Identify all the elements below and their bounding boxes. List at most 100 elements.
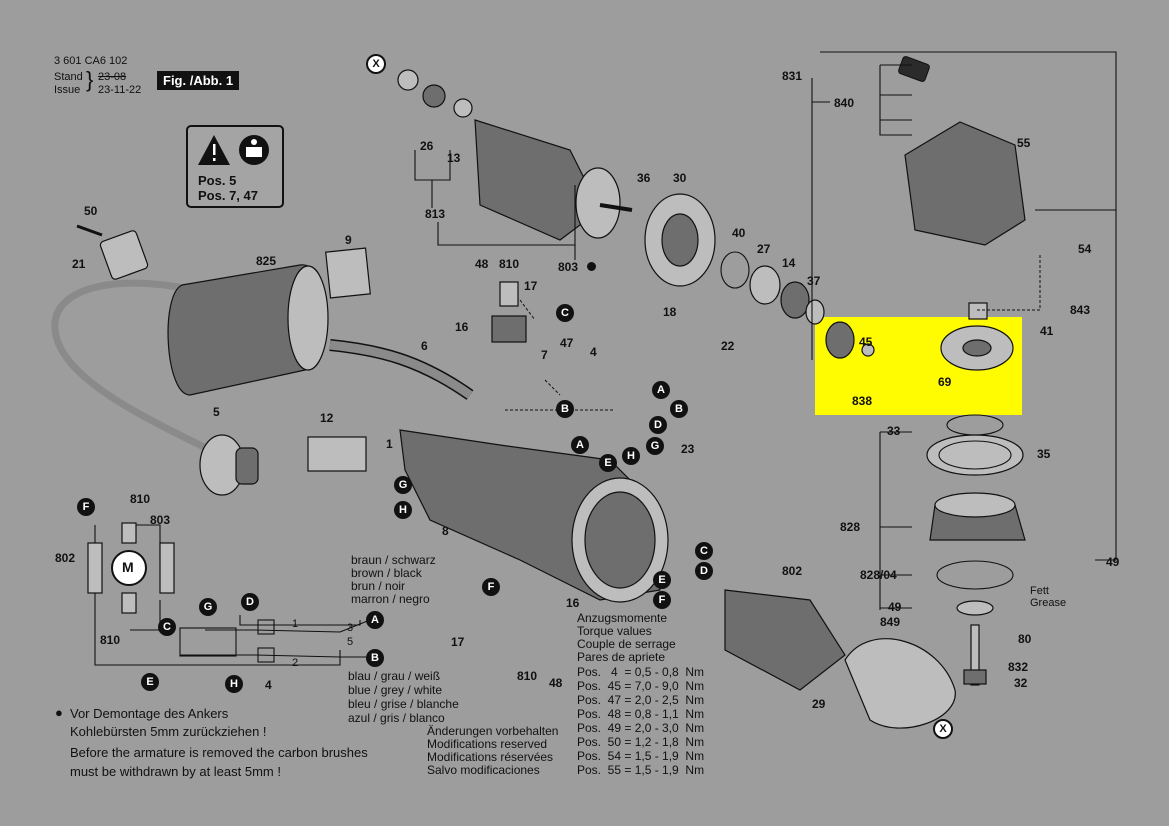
part-label-802: 802 [782,564,803,578]
wheel-guard [844,638,956,729]
part-label-21: 21 [72,257,86,271]
connector-e-1: E [599,454,617,472]
torque-title-fr: Couple de serrage [577,637,676,651]
part-label-36: 36 [637,171,651,185]
part-label-12: 12 [320,411,334,425]
schematic-c: C [158,618,176,636]
gear-head [904,121,1026,246]
stand-date: 23-08 [98,71,127,83]
connector-c-1: C [556,304,574,322]
torque-row: Pos. 47 = 2,0 - 2,5 Nm [577,693,705,707]
doc-number: 3 601 CA6 102 [54,55,128,67]
connector-f-2: F [482,578,500,596]
connector-b-1: B [556,400,574,418]
part-label-4: 4 [590,345,597,359]
warning-line-1: Pos. 5 [198,173,237,188]
part-label-813: 813 [425,207,446,221]
part-label-32: 32 [1014,676,1028,690]
part-label-33: 33 [887,424,901,438]
part-label-828: 828 [840,520,861,534]
torque-row: Pos. 45 = 7,0 - 9,0 Nm [577,679,705,693]
warning-icons [198,135,269,165]
part-label-16-top: 16 [455,320,469,334]
part-label-6: 6 [421,339,428,353]
issue-label: Issue [54,84,81,96]
torque-row: Pos. 50 = 1,2 - 1,8 Nm [577,735,705,749]
wire-color-top-en: brown / black [351,566,422,580]
note-de-2: Kohlebürsten 5mm zurückziehen ! [70,724,267,739]
schematic-motor: M [122,559,134,575]
schematic-a: A [366,611,384,629]
part-label-16-bottom: 16 [566,596,580,610]
part-label-9: 9 [345,233,352,247]
part-label-49-left: 49 [888,600,902,614]
part-label-54: 54 [1078,242,1092,256]
part-label-30: 30 [673,171,687,185]
part-label-13: 13 [447,151,461,165]
part-label-41: 41 [1040,324,1054,338]
switch [307,436,367,472]
marker-dot-icon [587,262,596,271]
part-label-27: 27 [757,242,771,256]
wire-color-bottom-en: blue / grey / white [348,683,443,697]
connector-f-1: F [653,591,671,609]
part-label-840: 840 [834,96,855,110]
part-label-55: 55 [1017,136,1031,150]
connector-a-1: A [652,381,670,399]
part-label-14: 14 [782,256,796,270]
part-label-843: 843 [1070,303,1091,317]
modifications-de: Änderungen vorbehalten [427,724,559,738]
part-label-5: 5 [213,405,220,419]
torque-title-es: Pares de apriete [577,650,666,664]
torque-row: Pos. 54 = 1,5 - 1,9 Nm [577,749,705,763]
part-label-26: 26 [420,139,434,153]
modifications-en: Modifications reserved [427,737,548,751]
connector-h-1: H [622,447,640,465]
part-label-17-bottom: 17 [451,635,465,649]
part-label-40: 40 [732,226,746,240]
schematic-terminal-5: 5 [347,636,354,648]
spindle [970,624,980,686]
part-label-80: 80 [1018,632,1032,646]
warning-line-2: Pos. 7, 47 [198,188,258,203]
note-en-2: must be withdrawn by at least 5mm ! [70,764,281,779]
schematic-4: 4 [265,678,272,692]
schematic-b: B [366,649,384,667]
torque-row: Pos. 55 = 1,5 - 1,9 Nm [577,763,705,777]
connector-x-top: X [366,54,386,74]
schematic-terminal-2: 2 [292,657,299,669]
connector-b-2: B [670,400,688,418]
warning-box: Pos. 5 Pos. 7, 47 [186,125,284,208]
schematic-g: G [199,598,217,616]
part-label-45: 45 [859,335,873,349]
part-label-49-right: 49 [1106,555,1120,569]
part-label-37: 37 [807,274,821,288]
schematic-810-top: 810 [130,492,151,506]
wire-color-top-fr: brun / noir [351,579,406,593]
wire-color-top-es: marron / negro [351,592,430,606]
modifications-es: Salvo modificaciones [427,763,540,777]
part-label-832: 832 [1008,660,1029,674]
part-label-1: 1 [386,437,393,451]
part-label-825: 825 [256,254,277,268]
torque-title-en: Torque values [577,624,652,638]
part-label-69: 69 [938,375,952,389]
part-label-810-top: 810 [499,257,520,271]
armature [474,119,601,241]
note-de-1: Vor Demontage des Ankers [70,706,229,721]
part-label-35: 35 [1037,447,1051,461]
issue-date: 23-11-22 [98,84,142,96]
part-label-29: 29 [812,697,826,711]
part-label-831: 831 [782,69,803,83]
connector-d-2: D [695,562,713,580]
connector-a-2: A [571,436,589,454]
brace-icon: } [86,67,94,92]
schematic-f: F [77,498,95,516]
schematic-e: E [141,673,159,691]
part-label-828-04: 828/04 [860,568,897,582]
part-label-17-top: 17 [524,279,538,293]
schematic-h: H [225,675,243,693]
torque-row: Pos. 49 = 2,0 - 3,0 Nm [577,721,705,735]
schematic-d: D [241,593,259,611]
